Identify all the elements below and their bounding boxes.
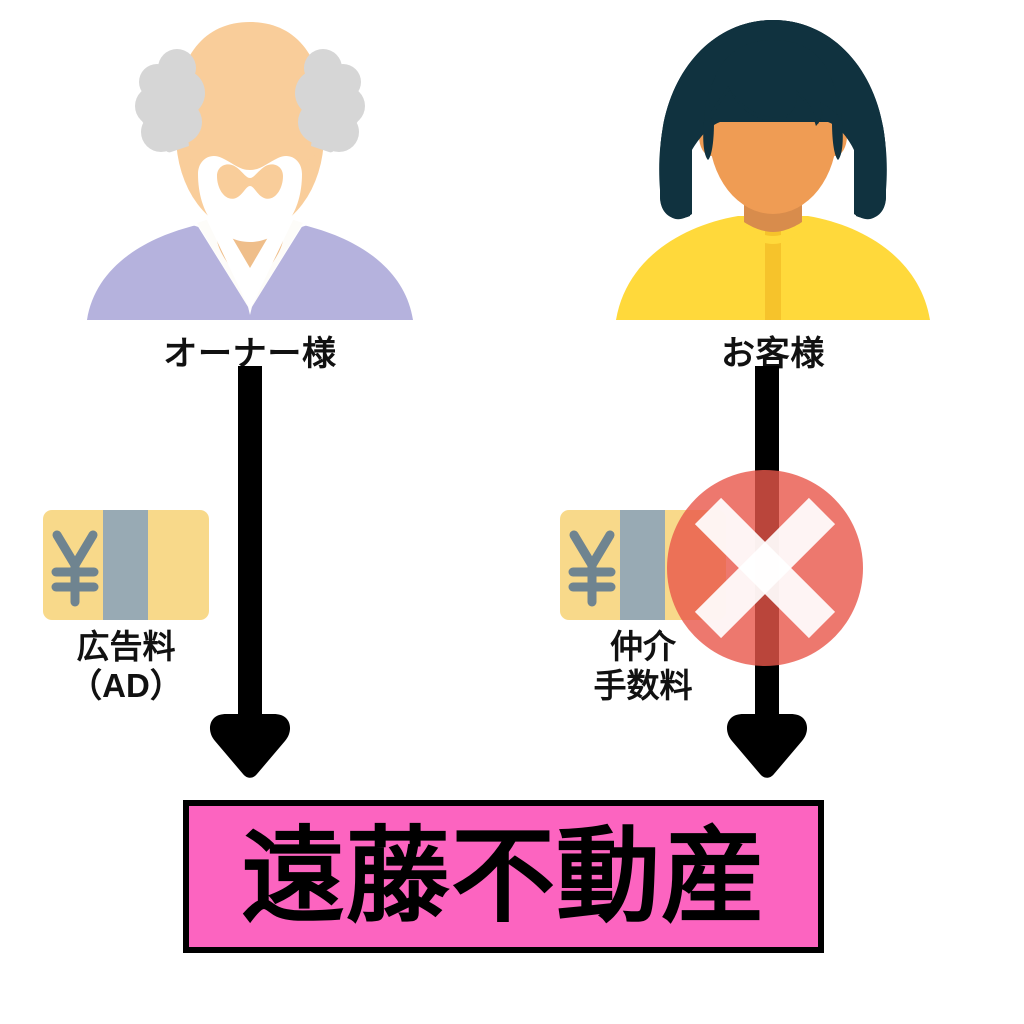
ad-fee-label-line-1: 広告料 bbox=[76, 628, 176, 665]
elderly-man-avatar-icon bbox=[87, 22, 413, 320]
red-cross-circle-icon bbox=[667, 470, 863, 666]
owner-avatar bbox=[85, 10, 415, 320]
yen-money-card-icon bbox=[43, 510, 209, 620]
brokerage-fee-label-line-2: 手数料 bbox=[593, 666, 693, 704]
brokerage-fee-blocked-marker bbox=[665, 468, 865, 673]
agency-banner-label: 遠藤不動産 bbox=[240, 818, 767, 935]
owner-payment-arrow bbox=[205, 366, 295, 786]
brokerage-fee-label: 仲介 手数料 bbox=[537, 628, 749, 706]
woman-avatar-icon bbox=[616, 20, 930, 320]
ad-fee-label-line-2: （AD） bbox=[69, 666, 183, 704]
customer-avatar bbox=[608, 10, 938, 320]
brokerage-fee-label-line-1: 仲介 bbox=[610, 628, 676, 665]
down-arrow-icon bbox=[209, 366, 291, 778]
ad-fee-money-card bbox=[43, 510, 209, 625]
agency-banner: 遠藤不動産 bbox=[183, 800, 824, 953]
ad-fee-label: 広告料 （AD） bbox=[20, 628, 232, 706]
